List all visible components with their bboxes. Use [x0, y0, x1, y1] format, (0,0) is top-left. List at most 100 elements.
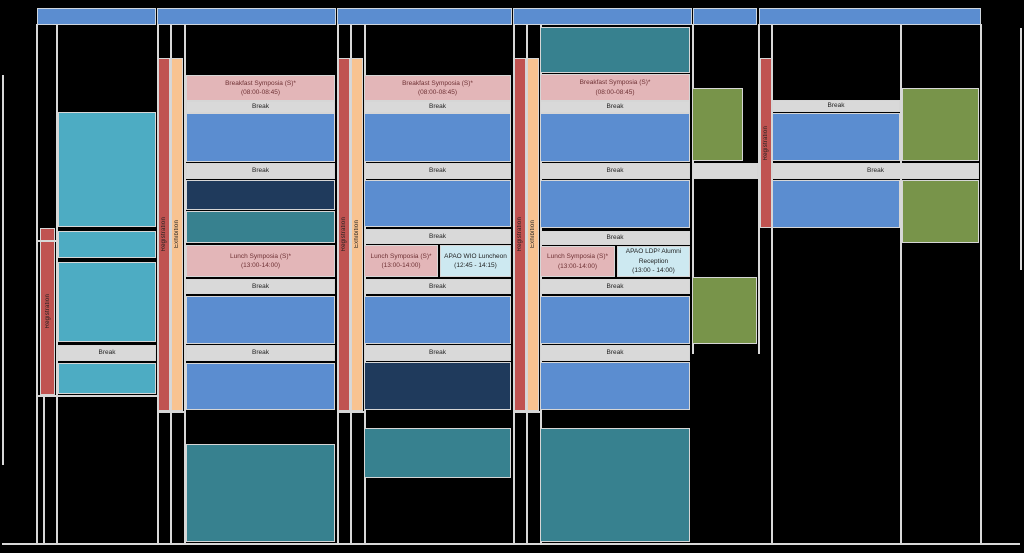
- bar-label: Registration: [161, 217, 167, 252]
- block-label: Break: [252, 282, 269, 290]
- block-label: APAO WIO Luncheon: [444, 252, 507, 260]
- break-block: Break: [540, 163, 690, 179]
- session-block: [186, 113, 335, 162]
- gridline-horizontal: [36, 240, 57, 242]
- break-block: Break: [364, 229, 511, 244]
- gridline-vertical: [184, 24, 186, 544]
- registration-bar-day1: Registration: [40, 228, 55, 395]
- session-block: [772, 113, 900, 161]
- block-label: Break: [252, 167, 269, 175]
- bar-label: Registration: [517, 217, 523, 252]
- block-label: Breakfast Symposia (S)*: [402, 79, 473, 87]
- breakfast-symposia-block: Breakfast Symposia (S)* (08:00-08:45): [186, 75, 335, 101]
- gridline-vertical: [980, 24, 982, 544]
- block-label: Break: [867, 167, 884, 175]
- teal-session-block: [58, 363, 156, 394]
- block-label: Break: [827, 102, 845, 110]
- bar-label: Exhibition: [530, 220, 536, 249]
- block-label: Break: [429, 282, 446, 290]
- block-label: Lunch Symposia (S)*: [370, 252, 432, 260]
- session-block: [186, 363, 335, 410]
- teal-session-block: [58, 231, 156, 258]
- darkteal-opening-block: [540, 27, 690, 73]
- registration-bar-day4: Registration: [514, 58, 526, 411]
- session-block: [364, 113, 511, 162]
- gridline-vertical: [1020, 28, 1022, 270]
- break-block: Break: [186, 345, 335, 361]
- gridline-horizontal: [157, 411, 185, 413]
- block-label: Break: [606, 349, 624, 357]
- lunch-symposia-block: Lunch Symposia (S)*(13:00-14:00): [364, 245, 438, 277]
- gridline-vertical: [758, 24, 760, 354]
- exhibition-bar-day2: Exhibition: [171, 58, 183, 411]
- break-block: Break: [58, 345, 156, 361]
- session-block: [772, 180, 900, 228]
- block-label: Break: [606, 234, 624, 242]
- registration-bar-day3: Registration: [338, 58, 350, 411]
- gridline-vertical: [56, 24, 58, 544]
- gridline-vertical: [771, 24, 773, 544]
- break-block: Break: [540, 231, 690, 245]
- block-label: (08:00-08:45): [240, 89, 281, 96]
- block-label: Break: [252, 349, 269, 357]
- block-label: Break: [606, 167, 624, 175]
- block-label: Break: [606, 282, 624, 290]
- gridline-horizontal: [337, 411, 365, 413]
- breakfast-symposia-block: Breakfast Symposia (S)*(08:00-08:45): [540, 74, 690, 101]
- gridline-horizontal: [2, 543, 1020, 545]
- session-block: [364, 180, 511, 227]
- block-label: APAO LDP² Alumni: [625, 248, 682, 256]
- day-header-3: [337, 8, 512, 25]
- block-label: Lunch Symposia (S)*: [229, 252, 292, 260]
- break-block: Break: [186, 101, 335, 113]
- session-block: [540, 296, 690, 344]
- break-block: Break: [772, 163, 979, 179]
- breakfast-symposia-block: Breakfast Symposia (S)*(08:00-08:45): [364, 75, 511, 101]
- block-label: Breakfast Symposia (S)*: [579, 79, 651, 87]
- darkteal-evening-block: [364, 428, 511, 478]
- block-label: (08:00-08:45): [595, 88, 635, 96]
- exhibition-bar-day3: Exhibition: [351, 58, 363, 411]
- bar-label: Registration: [44, 294, 51, 329]
- gridline-vertical: [900, 24, 902, 544]
- break-block: Break: [540, 279, 690, 294]
- session-block: [540, 113, 690, 162]
- block-label: Break: [429, 103, 446, 111]
- day-header-6: [759, 8, 981, 25]
- green-event-block: [902, 180, 979, 243]
- break-block: Break: [364, 101, 511, 113]
- block-label: Lunch Symposia (S)*: [546, 253, 609, 261]
- bar-label: Registration: [341, 217, 347, 252]
- block-label: Reception: [638, 257, 669, 265]
- break-block: Break: [364, 345, 511, 361]
- green-event-block: [902, 88, 979, 161]
- session-block: [364, 296, 511, 344]
- green-event-block: [692, 277, 757, 344]
- day-header-4: [513, 8, 692, 25]
- lunch-symposia-block: Lunch Symposia (S)*(13:00-14:00): [540, 246, 615, 277]
- session-block: [540, 362, 690, 410]
- break-block: Break: [186, 163, 335, 179]
- block-label: Breakfast Symposia (S)*: [225, 79, 296, 87]
- gridline-horizontal: [36, 395, 157, 397]
- session-block: [186, 296, 335, 344]
- break-block: Break: [772, 100, 900, 112]
- teal-session-block: [58, 112, 156, 227]
- wio-luncheon-block: APAO WIO Luncheon (12:45 - 14:15): [440, 245, 511, 277]
- darkteal-session-block: [186, 211, 335, 243]
- block-label: Break: [98, 349, 116, 357]
- navy-session-block: [364, 362, 511, 410]
- registration-bar-day5: Registration: [760, 58, 772, 228]
- gridline-horizontal: [513, 411, 541, 413]
- navy-session-block: [186, 180, 335, 210]
- gridline-vertical: [36, 24, 38, 544]
- break-block: Break: [364, 279, 511, 294]
- gridline-vertical: [43, 395, 45, 544]
- block-label: (13:00 - 14:00): [632, 267, 675, 275]
- block-label: (12:45 - 14:15): [454, 262, 497, 269]
- bar-label: Exhibition: [354, 220, 360, 249]
- block-label: Break: [606, 103, 624, 111]
- break-block: Break: [540, 101, 690, 113]
- green-event-block: [692, 88, 743, 161]
